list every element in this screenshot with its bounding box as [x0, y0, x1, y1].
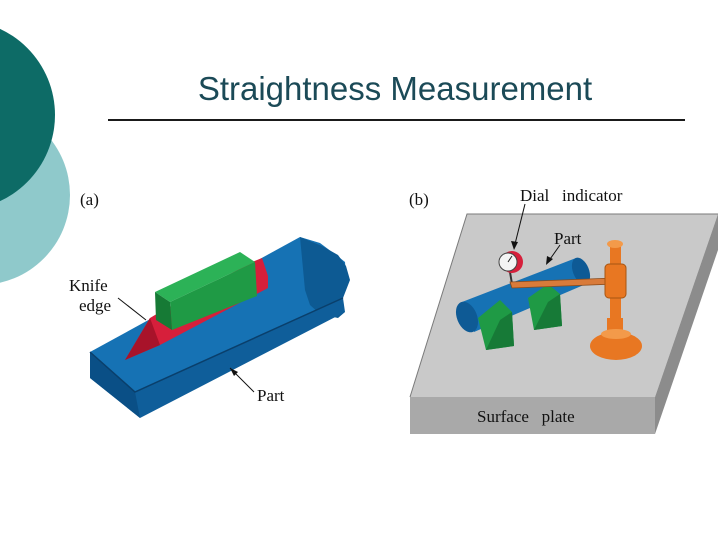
figure-a-label: (a): [80, 190, 99, 209]
part-bar-right-end: [300, 237, 350, 318]
stand-top-knob: [607, 240, 623, 248]
part-cylinder-end: [455, 301, 479, 333]
dial-indicator-arrowhead: [511, 241, 518, 250]
stand-base-top: [601, 329, 631, 339]
surface-plate-side: [655, 214, 718, 434]
surface-plate-front: [410, 397, 655, 434]
part-a-arrowhead: [230, 368, 238, 376]
title-underline: [108, 119, 685, 121]
stand-collar: [604, 263, 627, 299]
green-block-front: [170, 262, 257, 330]
surface-plate-label: Surface plate: [477, 407, 575, 426]
slide-title: Straightness Measurement: [197, 70, 593, 107]
v-block-left-face: [486, 312, 514, 350]
part-b-label: Part: [554, 229, 582, 248]
dial-needle: [507, 255, 513, 263]
surface-plate-top: [410, 214, 718, 397]
surface-plate-outline: [409, 213, 718, 398]
dial-indicator-leader: [513, 203, 526, 249]
dark-teal-circle: [0, 28, 55, 202]
knife-edge-leader: [117, 297, 147, 321]
stand-base: [590, 332, 642, 360]
knife-edge-label-line2: edge: [79, 296, 112, 315]
part-bar-front: [90, 298, 345, 418]
part-bar-edge: [89, 297, 344, 393]
figure-b-label: (b): [409, 190, 429, 209]
part-bar-top: [90, 237, 346, 392]
dial-indicator-label: Dial indicator: [520, 186, 623, 205]
knife-edge-face: [125, 318, 160, 360]
green-block-top: [155, 252, 255, 302]
part-a-label: Part: [257, 386, 285, 405]
v-block-right-face: [534, 294, 562, 330]
green-block-end: [155, 292, 172, 330]
part-b-arrowhead: [546, 256, 553, 265]
knife-edge-label-line1: Knife: [69, 276, 108, 295]
part-bar-end-face: [90, 352, 140, 418]
part-cylinder-far-end: [571, 257, 591, 285]
